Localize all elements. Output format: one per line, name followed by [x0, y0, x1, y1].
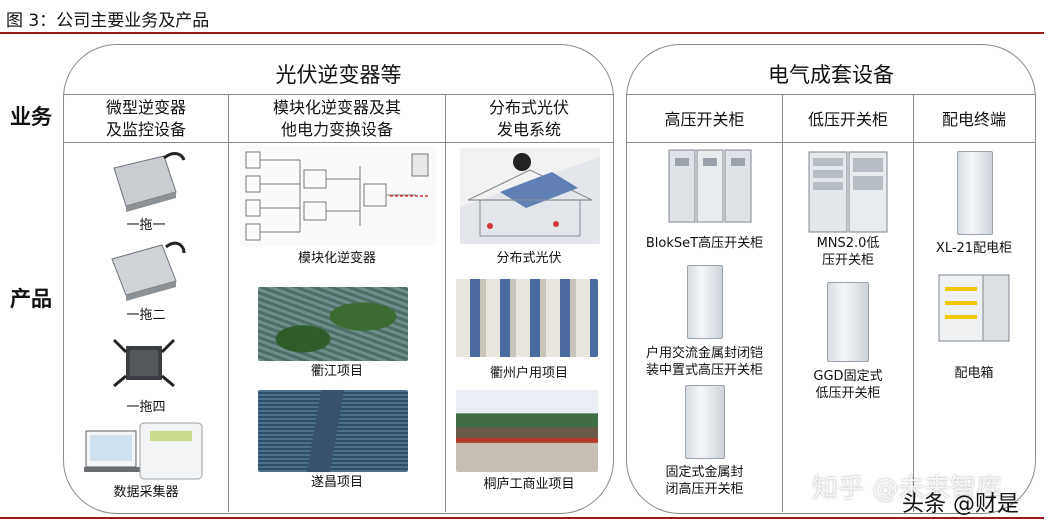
mns-cabinet-image [807, 150, 889, 234]
caption-distributed-pv: 分布式光伏 [496, 251, 562, 266]
electrical-equipment-panel: 电气成套设备 高压开关柜 低压开关柜 配电终端 BlokSeT高压开关柜 户用交… [626, 44, 1036, 514]
distributed-pv-image [460, 148, 600, 244]
col-header-hv-switchgear: 高压开关柜 [664, 110, 745, 129]
top-rule [0, 32, 1044, 34]
col-header-distribution-terminal: 配电终端 [941, 110, 1006, 129]
caption-tonglu: 桐庐工商业项目 [483, 477, 575, 492]
col-header-lv-switchgear: 低压开关柜 [807, 110, 888, 129]
col-header-distributed-pv: 分布式光伏 发电系统 [488, 98, 569, 139]
figure-title: 图 3：公司主要业务及产品 [6, 11, 210, 31]
fixed-metal-enclosed-image [685, 385, 725, 459]
products-label: 产品 [10, 287, 52, 311]
caption-modular-inverter: 模块化逆变器 [297, 251, 376, 266]
caption-1to4: 一拖四 [126, 400, 166, 415]
caption-1to1: 一拖一 [126, 218, 166, 233]
distribution-box-image [937, 273, 1011, 343]
column-divider [228, 94, 229, 512]
equipment-panel-title: 电气成套设备 [768, 63, 894, 87]
caption-suichang: 遂昌项目 [310, 475, 363, 490]
panel-divider [64, 94, 613, 95]
column-divider [913, 94, 914, 512]
caption-mns: MNS2.0低 压开关柜 [816, 236, 880, 268]
caption-metal-clad: 户用交流金属封闭铠 装中置式高压开关柜 [645, 346, 763, 378]
caption-data-collector: 数据采集器 [113, 485, 179, 500]
metal-clad-switchgear-image [687, 265, 723, 339]
col-header-modular-inverter: 模块化逆变器及其 他电力变换设备 [272, 98, 401, 139]
quzhou-residential-photo [456, 279, 598, 357]
micro-inverter-1to1-image [104, 148, 186, 216]
zhihu-watermark: 知乎 @未来智库 [812, 474, 1003, 504]
panel-divider [627, 142, 1035, 143]
column-divider [445, 94, 446, 512]
panel-divider [627, 94, 1035, 95]
micro-inverter-1to2-image [104, 235, 186, 305]
column-divider [782, 94, 783, 512]
business-label: 业务 [10, 105, 52, 129]
caption-distribution-box: 配电箱 [954, 366, 994, 381]
caption-quzhou: 衢州户用项目 [489, 366, 568, 381]
caption-ggd: GGD固定式 低压开关柜 [813, 369, 883, 401]
qujiang-project-photo [258, 287, 408, 361]
pv-panel-title: 光伏逆变器等 [275, 63, 402, 87]
panel-divider [64, 142, 613, 143]
col-header-micro-inverter: 微型逆变器 及监控设备 [105, 98, 186, 139]
pv-inverter-panel: 光伏逆变器等 微型逆变器 及监控设备 模块化逆变器及其 他电力变换设备 分布式光… [63, 44, 614, 514]
micro-inverter-1to4-image [104, 326, 186, 396]
caption-1to2: 一拖二 [126, 308, 166, 323]
bottom-rule [0, 517, 1044, 519]
suichang-project-photo [258, 390, 408, 472]
caption-blokset: BlokSeT高压开关柜 [645, 236, 764, 251]
ggd-cabinet-image [827, 282, 869, 362]
tonglu-commercial-photo [456, 390, 598, 472]
blokset-cabinet-image [667, 146, 753, 226]
data-collector-image [84, 419, 204, 483]
modular-inverter-diagram-image [240, 146, 436, 246]
caption-qujiang: 衢江项目 [310, 364, 363, 379]
toutiao-watermark: 头条 @财是 [902, 492, 1019, 517]
caption-xl21: XL-21配电柜 [935, 241, 1013, 256]
xl21-cabinet-image [957, 151, 993, 235]
caption-fixed-enclosed: 固定式金属封 闭高压开关柜 [665, 465, 744, 497]
